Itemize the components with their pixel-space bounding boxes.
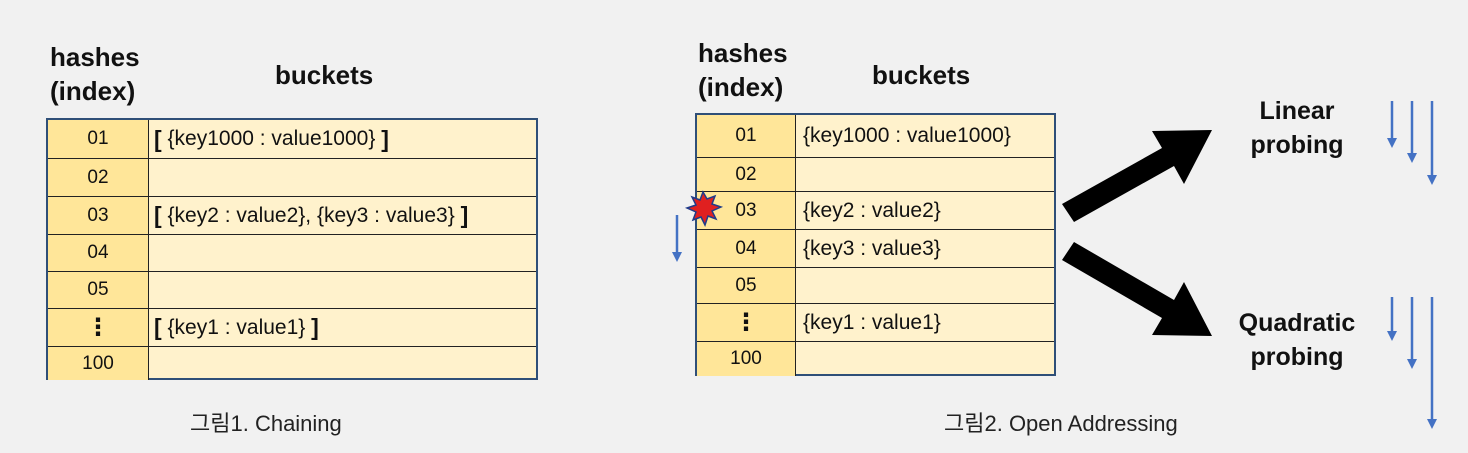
open-bucket-cell: {key2 : value2} — [803, 198, 941, 222]
open-index-cell: 01 — [697, 115, 796, 157]
bucket-value: {key1 : value1} — [167, 315, 306, 339]
open-index-cell: 04 — [697, 230, 796, 267]
chaining-bucket-cell: [ {key1000 : value1000} ] — [154, 120, 389, 158]
chaining-index-cell: 02 — [48, 159, 149, 196]
bracket-open: [ — [154, 202, 162, 228]
chaining-index-cell: 05 — [48, 272, 149, 308]
chaining-index-cell: 100 — [48, 347, 149, 380]
open-hashes-header-line1: hashes — [698, 38, 788, 68]
linear-probing-label: Linear probing — [1222, 94, 1372, 162]
linear-probing-line1: Linear — [1259, 97, 1335, 125]
bucket-value: {key2 : value2}, {key3 : value3} — [167, 203, 455, 227]
open-index-cell: 05 — [697, 268, 796, 303]
chaining-index-cell: 01 — [48, 120, 149, 158]
chaining-index-cell: 04 — [48, 235, 149, 271]
open-row: 100 — [697, 341, 1054, 376]
chaining-row: 04 — [48, 234, 536, 271]
open-index-cell: 02 — [697, 158, 796, 191]
open-bucket-cell: {key3 : value3} — [803, 236, 941, 260]
open-index-cell: 100 — [697, 342, 796, 376]
open-index-cell: ⋮ — [697, 304, 796, 341]
bracket-close: ] — [381, 125, 389, 152]
open-hashes-header: hashes (index) — [698, 36, 788, 104]
open-buckets-header: buckets — [872, 60, 971, 90]
open-row: 04 {key3 : value3} — [697, 229, 1054, 267]
quadratic-probing-label: Quadratic probing — [1222, 306, 1372, 374]
quadratic-probing-line2: probing — [1250, 343, 1344, 371]
chaining-caption: 그림1. Chaining — [190, 411, 342, 436]
open-bucket-cell: {key1000 : value1000} — [803, 124, 1011, 147]
chaining-row: 05 — [48, 271, 536, 308]
open-bucket-cell: {key1 : value1} — [803, 310, 941, 334]
chaining-hashes-header: hashes (index) — [50, 40, 140, 108]
collision-burst-icon — [684, 190, 724, 227]
bracket-close: ] — [460, 202, 469, 228]
chaining-bucket-cell: [ {key1 : value1} ] — [154, 309, 319, 346]
open-row: 01 {key1000 : value1000} — [697, 115, 1054, 157]
chaining-index-cell: 03 — [48, 197, 149, 234]
chaining-index-cell: ⋮ — [48, 309, 149, 346]
open-table: 01 {key1000 : value1000} 02 03 {key2 : v… — [695, 113, 1056, 376]
open-row: ⋮ {key1 : value1} — [697, 303, 1054, 341]
open-row: 02 — [697, 157, 1054, 191]
linear-probing-arrow — [1062, 130, 1212, 222]
bracket-open: [ — [154, 125, 162, 152]
quadratic-probing-arrow — [1062, 242, 1212, 336]
chaining-row: ⋮ [ {key1 : value1} ] — [48, 308, 536, 346]
bracket-open: [ — [154, 314, 162, 340]
open-addressing-caption: 그림2. Open Addressing — [944, 411, 1178, 436]
linear-probing-line2: probing — [1250, 131, 1344, 159]
chaining-row: 01 [ {key1000 : value1000} ] — [48, 120, 536, 158]
chaining-row: 02 — [48, 158, 536, 196]
open-row: 05 — [697, 267, 1054, 303]
bracket-close: ] — [311, 314, 319, 340]
quadratic-probing-line1: Quadratic — [1238, 309, 1356, 337]
bucket-value: {key1000 : value1000} — [167, 127, 376, 150]
chaining-table: 01 [ {key1000 : value1000} ] 02 03 [ {ke… — [46, 118, 538, 380]
chaining-buckets-header: buckets — [275, 60, 374, 90]
chaining-row: 100 — [48, 346, 536, 380]
open-hashes-header-line2: (index) — [698, 72, 784, 102]
chaining-row: 03 [ {key2 : value2}, {key3 : value3} ] — [48, 196, 536, 234]
chaining-hashes-header-line2: (index) — [50, 76, 136, 106]
chaining-bucket-cell: [ {key2 : value2}, {key3 : value3} ] — [154, 197, 468, 234]
chaining-hashes-header-line1: hashes — [50, 42, 140, 72]
